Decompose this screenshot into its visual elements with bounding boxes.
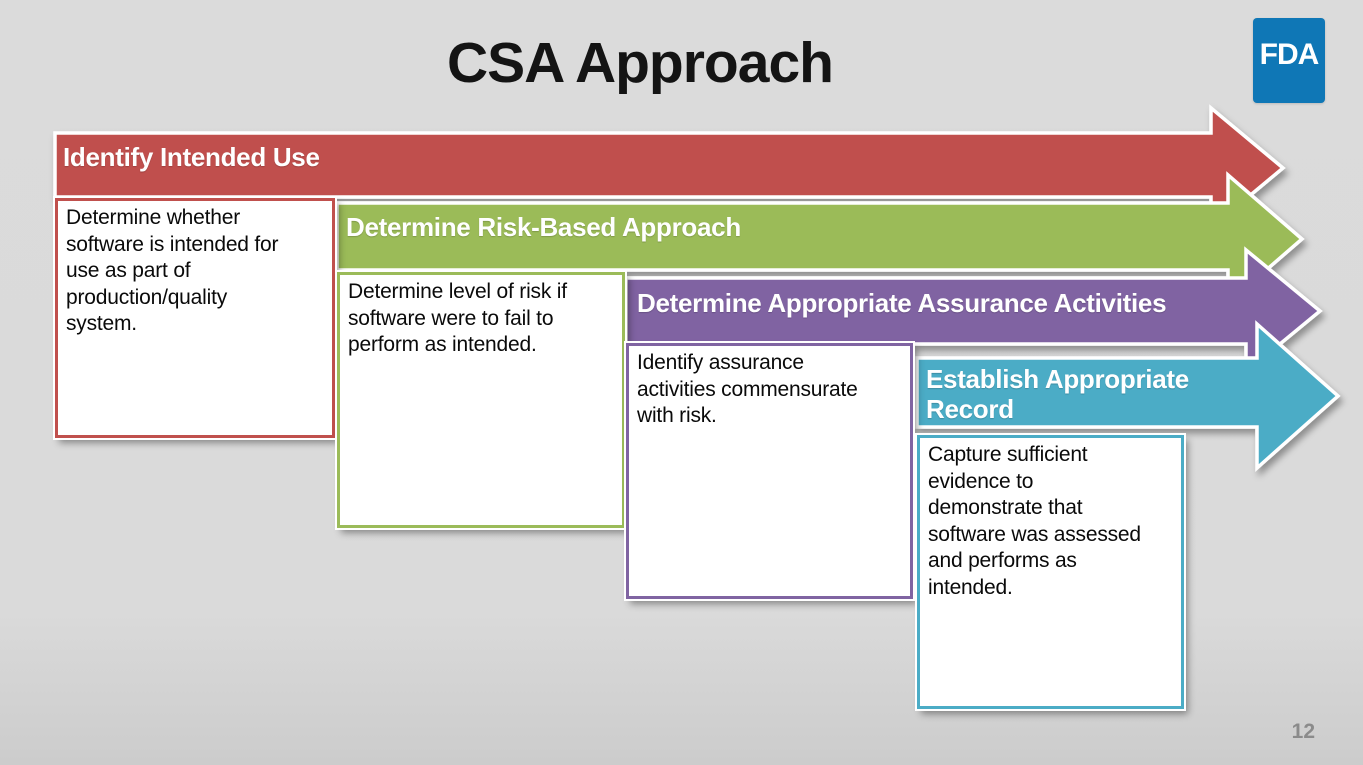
page-number: 12 [1291,720,1315,743]
note-box-intended-use: Determine whether software is intended f… [55,198,335,438]
note-text-appropriate-record: Capture sufficient evidence to demonstra… [928,443,1141,599]
arrow-establish-appropriate-record [915,320,1341,472]
fda-logo: FDA [1253,18,1325,103]
note-text-assurance-activities: Identify assurance activities commensura… [637,351,858,427]
note-box-risk-based-approach: Determine level of risk if software were… [337,272,625,528]
slide-title: CSA Approach [447,31,834,95]
arrow-label-determine-risk-based-approach: Determine Risk-Based Approach [346,212,741,242]
note-text-intended-use: Determine whether software is intended f… [66,206,279,335]
arrow-label-establish-appropriate-record: Establish Appropriate Record [926,364,1189,424]
note-box-assurance-activities: Identify assurance activities commensura… [626,343,913,599]
fda-logo-text: FDA [1259,37,1320,71]
note-box-appropriate-record: Capture sufficient evidence to demonstra… [917,435,1184,709]
note-text-risk-based-approach: Determine level of risk if software were… [348,280,567,356]
arrow-label-identify-intended-use: Identify Intended Use [63,142,320,172]
arrow-label-determine-appropriate-assurance-activities: Determine Appropriate Assurance Activiti… [637,288,1167,318]
